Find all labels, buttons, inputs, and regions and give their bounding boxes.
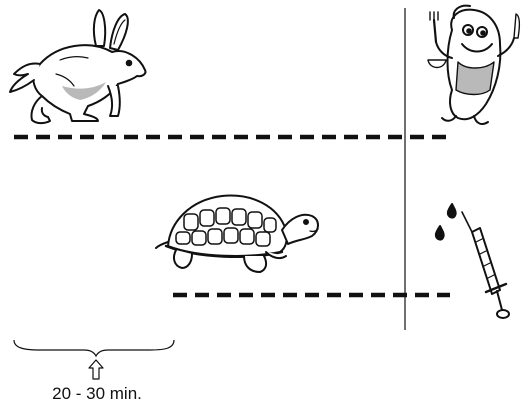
tortoise-icon (156, 196, 318, 272)
dancing-figure-icon (428, 6, 519, 124)
syringe-icon (436, 204, 509, 318)
duration-label: 20 - 30 min. (12, 383, 182, 405)
up-arrow-icon (89, 360, 103, 379)
duration-bracket (14, 340, 174, 356)
hare-icon (10, 10, 145, 123)
